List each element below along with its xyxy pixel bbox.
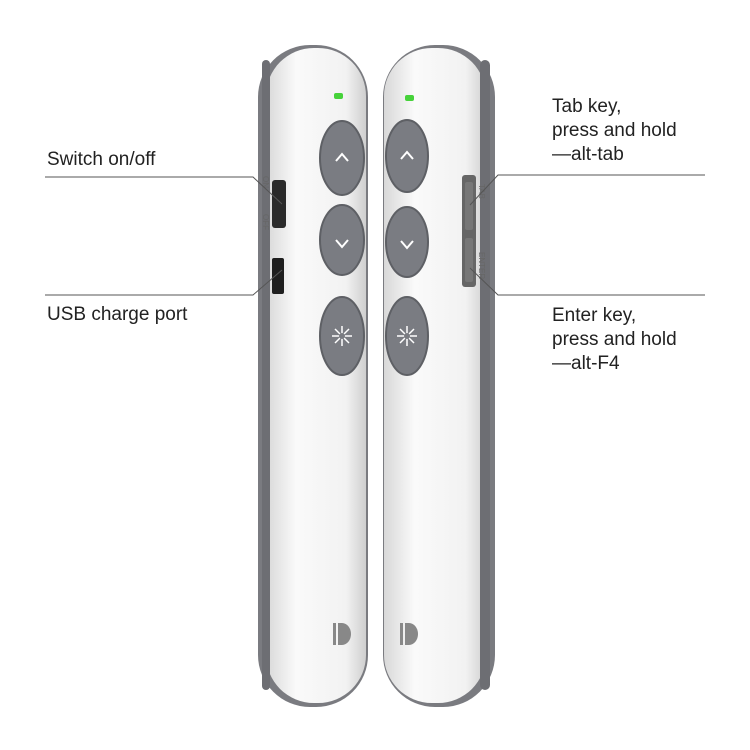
enter-label-line: press and hold <box>552 329 677 350</box>
laser-button[interactable] <box>319 296 365 376</box>
leader-lines <box>45 174 705 296</box>
enter-key[interactable] <box>465 238 473 282</box>
led-indicator <box>405 95 414 101</box>
enter-label-line: Enter key, <box>552 305 637 326</box>
tab-marking: TAB <box>477 184 486 199</box>
tab-key-label: Tab key, press and hold —alt-tab <box>552 95 677 167</box>
down-button[interactable] <box>319 204 365 276</box>
laser-button[interactable] <box>385 296 429 376</box>
tab-label-line: Tab key, <box>552 96 622 117</box>
chevron-down-icon <box>335 239 349 249</box>
chevron-up-icon <box>400 150 414 160</box>
down-button[interactable] <box>385 206 429 278</box>
brand-logo <box>400 623 418 645</box>
off-marking: OFF <box>261 214 270 230</box>
usb-port <box>272 258 284 294</box>
up-button[interactable] <box>319 120 365 196</box>
switch-label: Switch on/off <box>47 149 156 170</box>
remote-right: TAB ENTER <box>383 45 495 707</box>
power-switch[interactable] <box>272 180 286 228</box>
tab-key[interactable] <box>465 182 473 230</box>
tab-label-line: press and hold <box>552 120 677 141</box>
on-marking: ON <box>261 176 270 188</box>
tab-label-line: —alt-tab <box>552 144 624 165</box>
usb-label: USB charge port <box>47 304 188 325</box>
enter-marking: ENTER <box>477 252 486 279</box>
enter-key-label: Enter key, press and hold —alt-F4 <box>552 304 677 376</box>
up-button[interactable] <box>385 119 429 193</box>
led-indicator <box>334 93 343 99</box>
enter-label-line: —alt-F4 <box>552 353 620 374</box>
brand-logo <box>333 623 351 645</box>
chevron-up-icon <box>335 152 349 162</box>
remote-left: ON OFF <box>258 45 368 707</box>
chevron-down-icon <box>400 240 414 250</box>
